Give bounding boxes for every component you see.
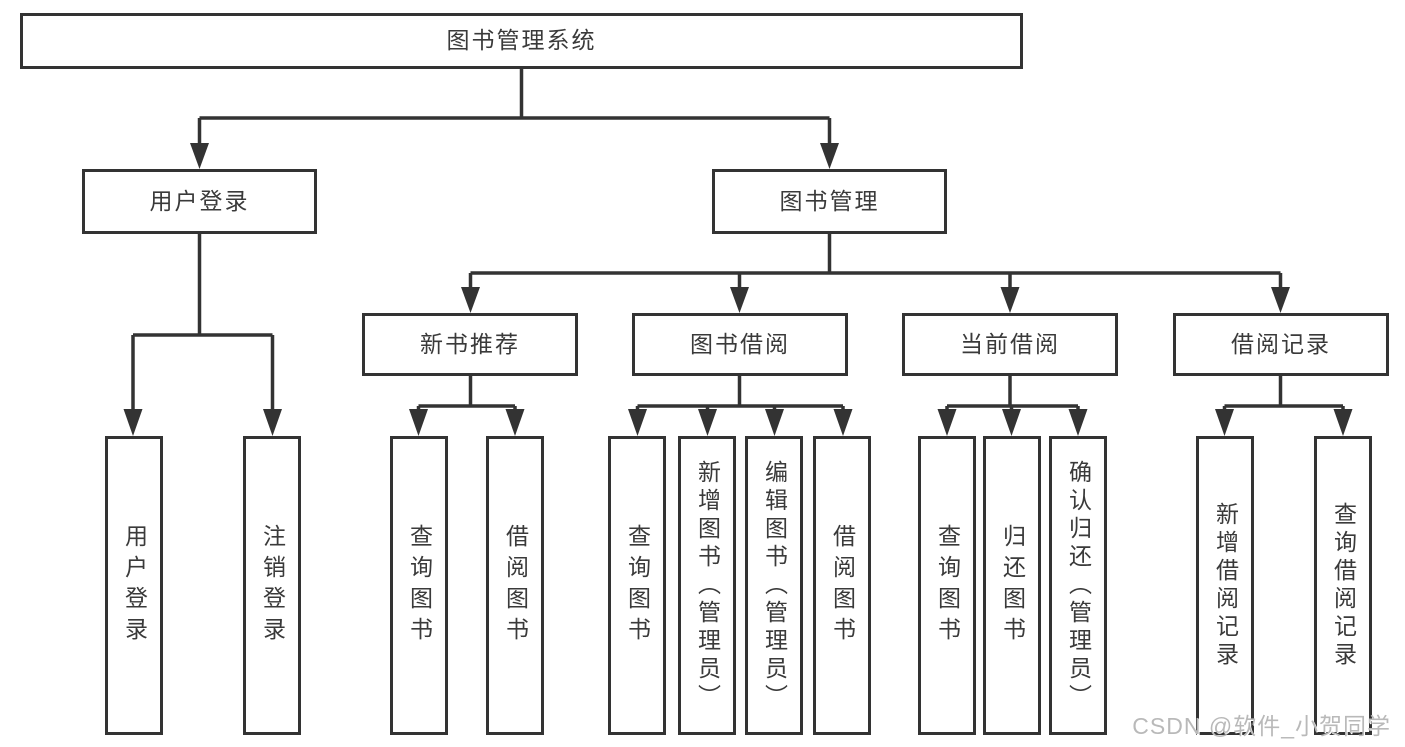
node-label: 当前借阅	[960, 330, 1060, 357]
arrow-icon	[1215, 409, 1234, 436]
leaf-confirm-return-admin: 确认归还（管理员）	[1049, 436, 1107, 735]
leaf-query-books-recommend: 查询图书	[390, 436, 448, 735]
arrow-icon	[1333, 409, 1353, 436]
node-book-management: 图书管理	[712, 169, 947, 234]
arrow-icon	[730, 287, 749, 313]
arrow-icon	[263, 409, 282, 436]
arrow-icon	[505, 409, 525, 436]
leaf-add-borrow-record: 新增借阅记录	[1196, 436, 1254, 735]
csdn-watermark: CSDN @软件_小贺同学	[1132, 713, 1391, 739]
node-label: 图书管理系统	[446, 27, 597, 54]
node-library-management-system: 图书管理系统	[20, 13, 1023, 69]
leaf-return-book: 归还图书	[983, 436, 1041, 735]
node-label: 借阅记录	[1231, 330, 1331, 357]
leaf-logout: 注销登录	[243, 436, 301, 735]
arrow-icon	[698, 409, 717, 436]
arrow-icon	[190, 143, 209, 169]
connector-strokes	[131, 69, 1345, 410]
leaf-query-books-current: 查询图书	[918, 436, 976, 735]
node-new-book-recommend: 新书推荐	[362, 313, 578, 376]
arrow-icon	[461, 287, 480, 313]
leaf-query-books-borrow: 查询图书	[608, 436, 666, 735]
leaf-add-book-admin: 新增图书（管理员）	[678, 436, 736, 735]
arrow-icon	[937, 409, 957, 436]
node-label: 图书借阅	[690, 330, 790, 357]
arrowheads	[123, 143, 1353, 436]
leaf-borrow-books: 借阅图书	[813, 436, 871, 735]
node-user-login: 用户登录	[82, 169, 317, 234]
node-label: 新书推荐	[420, 330, 520, 357]
arrow-icon	[1000, 287, 1020, 313]
node-borrow-records: 借阅记录	[1173, 313, 1389, 376]
arrow-icon	[833, 409, 853, 436]
leaf-edit-book-admin: 编辑图书（管理员）	[745, 436, 803, 735]
node-label: 图书管理	[779, 187, 880, 214]
leaf-borrow-books-recommend: 借阅图书	[486, 436, 544, 735]
arrow-icon	[628, 409, 647, 436]
arrow-icon	[409, 409, 428, 436]
arrow-icon	[820, 143, 839, 169]
arrow-icon	[1002, 409, 1021, 436]
arrow-icon	[765, 409, 784, 436]
arrow-icon	[1068, 409, 1088, 436]
node-book-borrow: 图书借阅	[632, 313, 848, 376]
arrow-icon	[1271, 287, 1290, 313]
leaf-user-login: 用户登录	[105, 436, 163, 735]
leaf-query-borrow-record: 查询借阅记录	[1314, 436, 1372, 735]
arrow-icon	[123, 409, 143, 436]
node-current-borrow: 当前借阅	[902, 313, 1118, 376]
node-label: 用户登录	[149, 187, 250, 214]
